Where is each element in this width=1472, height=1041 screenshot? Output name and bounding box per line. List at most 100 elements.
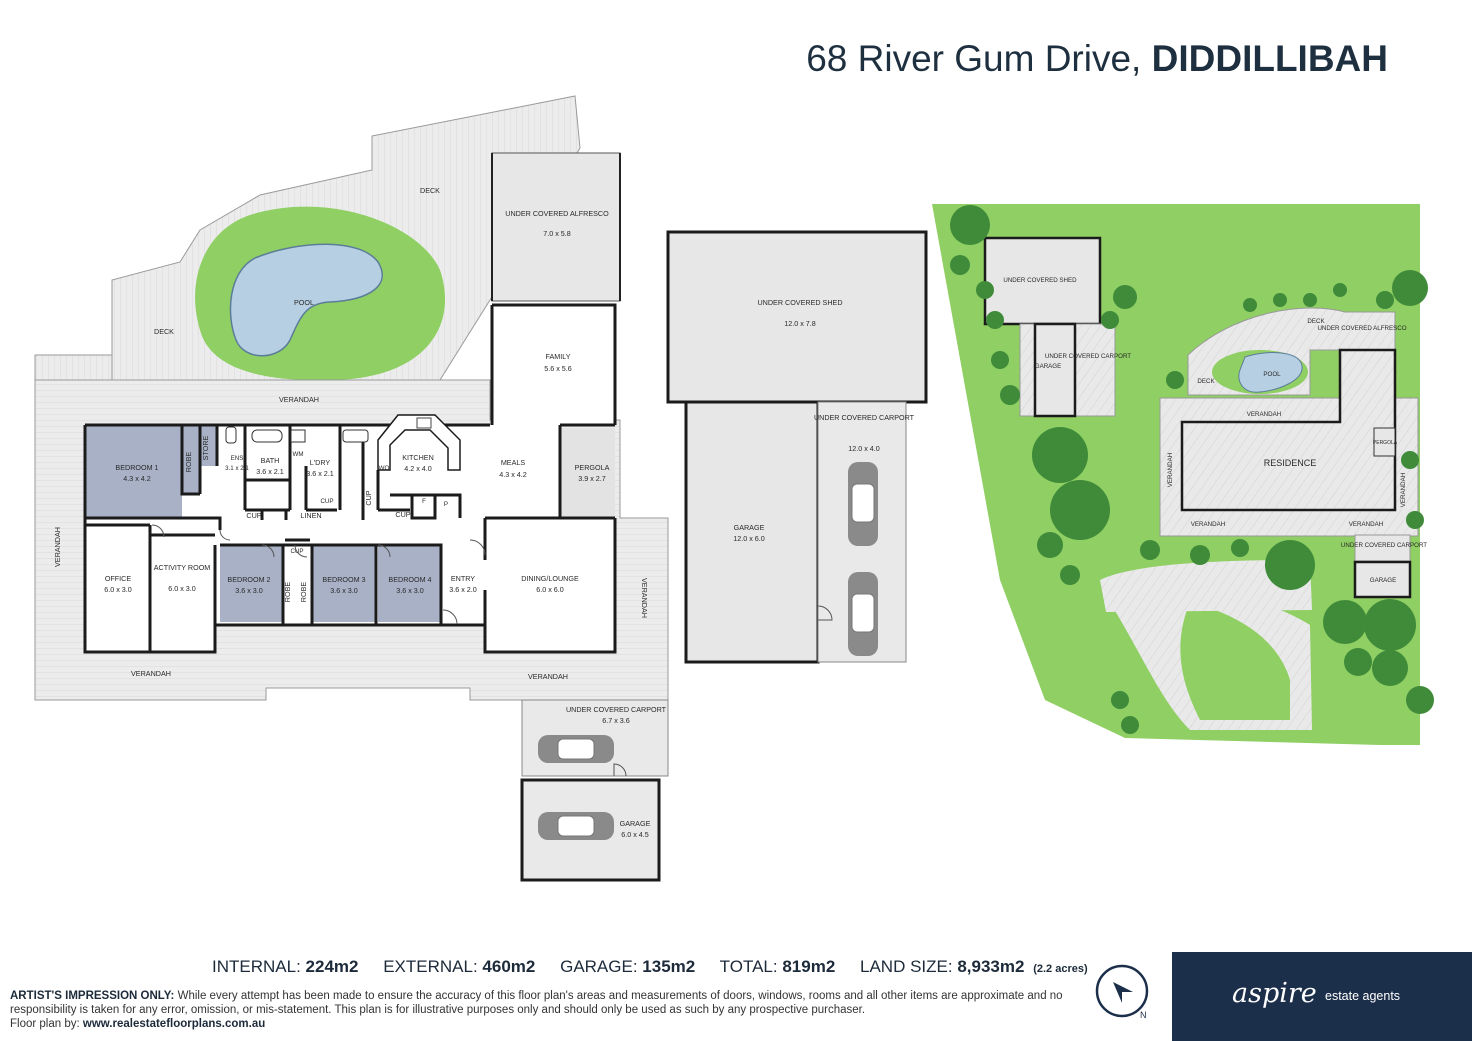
bedroom4-fill bbox=[378, 545, 441, 622]
brand-tagline: estate agents bbox=[1325, 989, 1401, 1003]
label-house-carport: UNDER COVERED CARPORT bbox=[566, 705, 667, 714]
label-pantry-p: P bbox=[444, 501, 448, 508]
label-shed-garage: GARAGE bbox=[734, 523, 765, 532]
stat-value: 819m2 bbox=[782, 957, 836, 976]
label-cup2: CUP bbox=[320, 498, 333, 505]
label-bedroom3-size: 3.6 x 3.0 bbox=[330, 586, 358, 595]
site-label-verandah-top: VERANDAH bbox=[1247, 411, 1281, 418]
label-entry-size: 3.6 x 2.0 bbox=[449, 585, 477, 594]
label-office-size: 6.0 x 3.0 bbox=[104, 585, 132, 594]
label-verandah-bottom-right: VERANDAH bbox=[528, 672, 568, 681]
page-title: 68 River Gum Drive, DIDDILLIBAH bbox=[806, 38, 1388, 80]
label-dining: DINING/LOUNGE bbox=[521, 574, 579, 583]
north-letter: N bbox=[1140, 1010, 1147, 1020]
site-label-verandah-bl: VERANDAH bbox=[1191, 521, 1225, 528]
label-deck-left: DECK bbox=[154, 327, 174, 336]
site-label-carport2: UNDER COVERED CARPORT bbox=[1341, 542, 1427, 549]
label-meals: MEALS bbox=[501, 458, 526, 467]
site-label-verandah-left: VERANDAH bbox=[1167, 453, 1174, 487]
label-ldry: L'DRY bbox=[310, 458, 331, 467]
label-shed-carport-size: 12.0 x 4.0 bbox=[848, 444, 880, 453]
site-label-carport: UNDER COVERED CARPORT bbox=[1045, 353, 1131, 360]
label-activity: ACTIVITY ROOM bbox=[154, 563, 211, 572]
disclaimer-body: While every attempt has been made to ens… bbox=[10, 990, 1063, 1016]
stat-value: 224m2 bbox=[305, 957, 359, 976]
label-bedroom4: BEDROOM 4 bbox=[388, 575, 431, 584]
car-icon bbox=[848, 462, 878, 546]
stat-value: 8,933m2 bbox=[957, 957, 1025, 976]
floor-plan-drawing: DECK DECK POOL UNDER COVERED ALFRESCO 7.… bbox=[34, 95, 1434, 882]
site-label-pergola: PERGOLA bbox=[1373, 440, 1398, 446]
site-labels: UNDER COVERED SHED GARAGE UNDER COVERED … bbox=[1003, 277, 1427, 584]
label-dining-size: 6.0 x 6.0 bbox=[536, 585, 564, 594]
label-ldry-size: 3.6 x 2.1 bbox=[306, 469, 334, 478]
site-label-residence: RESIDENCE bbox=[1264, 458, 1317, 468]
label-bedroom1-size: 4.3 x 4.2 bbox=[123, 474, 151, 483]
stat-label: LAND SIZE: bbox=[860, 957, 953, 976]
site-label-deck2: DECK bbox=[1197, 378, 1215, 385]
alfresco-area bbox=[491, 152, 621, 302]
label-verandah-top: VERANDAH bbox=[279, 395, 319, 404]
site-label-garage: GARAGE bbox=[1035, 363, 1061, 370]
label-pergola: PERGOLA bbox=[575, 463, 610, 472]
site-label-alfresco: UNDER COVERED ALFRESCO bbox=[1317, 325, 1406, 332]
label-verandah-bottom-left: VERANDAH bbox=[131, 669, 171, 678]
site-label-pool: POOL bbox=[1263, 371, 1281, 378]
label-kitchen: KITCHEN bbox=[402, 453, 434, 462]
label-house-garage-size: 6.0 x 4.5 bbox=[621, 830, 649, 839]
label-bedroom3: BEDROOM 3 bbox=[322, 575, 365, 584]
stat-label: TOTAL: bbox=[719, 957, 778, 976]
site-label-deck: DECK bbox=[1307, 318, 1325, 325]
label-robe2: ROBE bbox=[283, 582, 292, 603]
label-robe3: ROBE bbox=[299, 582, 308, 603]
stat-label: INTERNAL: bbox=[212, 957, 301, 976]
disclaimer: ARTIST'S IMPRESSION ONLY: While every at… bbox=[10, 989, 1090, 1031]
label-linen: LINEN bbox=[300, 511, 321, 520]
stat-extra: (2.2 acres) bbox=[1033, 963, 1088, 975]
pool bbox=[229, 243, 383, 357]
label-shed-garage-size: 12.0 x 6.0 bbox=[733, 534, 765, 543]
room-labels: DECK DECK POOL UNDER COVERED ALFRESCO 7.… bbox=[53, 186, 915, 839]
label-pool: POOL bbox=[294, 298, 314, 307]
brand-name: aspire bbox=[1232, 978, 1317, 1009]
label-house-carport-size: 6.7 x 3.6 bbox=[602, 716, 630, 725]
label-entry: ENTRY bbox=[451, 574, 475, 583]
label-pantry-f: F bbox=[422, 498, 426, 505]
stat-value: 460m2 bbox=[482, 957, 536, 976]
label-bedroom2-size: 3.6 x 3.0 bbox=[235, 586, 263, 595]
label-verandah-right: VERANDAH bbox=[640, 578, 649, 618]
label-cup4: CUP bbox=[395, 510, 410, 519]
car-icon bbox=[538, 812, 614, 840]
label-alfresco-size: 7.0 x 5.8 bbox=[543, 229, 571, 238]
label-ens: ENS bbox=[231, 455, 244, 462]
label-bedroom2: BEDROOM 2 bbox=[227, 575, 270, 584]
site-pool bbox=[1238, 352, 1303, 393]
label-store: STORE bbox=[201, 435, 210, 460]
label-shed-carport: UNDER COVERED CARPORT bbox=[814, 413, 915, 422]
north-arrow-icon: N bbox=[1095, 964, 1149, 1020]
label-family: FAMILY bbox=[545, 352, 570, 361]
stat-label: EXTERNAL: bbox=[383, 957, 478, 976]
label-verandah-left: VERANDAH bbox=[53, 527, 62, 567]
label-family-size: 5.6 x 5.6 bbox=[544, 364, 572, 373]
area-stats: INTERNAL: 224m2 EXTERNAL: 460m2 GARAGE: … bbox=[212, 957, 1088, 977]
label-cup1: CUP bbox=[246, 511, 261, 520]
label-office: OFFICE bbox=[105, 574, 132, 583]
label-activity-size: 6.0 x 3.0 bbox=[168, 584, 196, 593]
disclaimer-heading: ARTIST'S IMPRESSION ONLY: bbox=[10, 990, 175, 1002]
stat-label: GARAGE: bbox=[560, 957, 638, 976]
shed-plan bbox=[666, 230, 928, 664]
site-label-verandah-br: VERANDAH bbox=[1349, 521, 1383, 528]
label-shed: UNDER COVERED SHED bbox=[757, 298, 842, 307]
label-kitchen-size: 4.2 x 4.0 bbox=[404, 464, 432, 473]
credit-label: Floor plan by: bbox=[10, 1018, 80, 1030]
label-wo: WO bbox=[379, 465, 390, 472]
label-bedroom4-size: 3.6 x 3.0 bbox=[396, 586, 424, 595]
label-house-garage: GARAGE bbox=[620, 819, 651, 828]
label-pergola-size: 3.9 x 2.7 bbox=[578, 474, 606, 483]
brand-block: aspire estate agents bbox=[1172, 952, 1472, 1041]
bedroom3-fill bbox=[312, 545, 376, 622]
bedroom2-fill bbox=[220, 545, 283, 622]
site-label-garage2: GARAGE bbox=[1370, 577, 1396, 584]
credit-url: www.realestatefloorplans.com.au bbox=[82, 1018, 266, 1030]
